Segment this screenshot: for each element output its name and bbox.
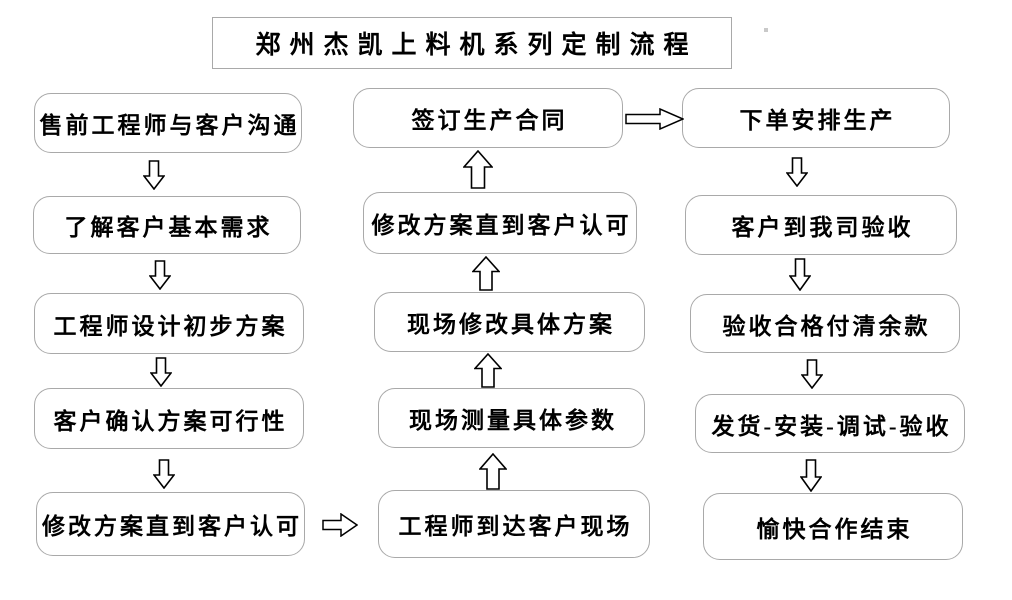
node-design-draft-plan: 工程师设计初步方案 [34,293,304,354]
node-engineer-arrive-site: 工程师到达客户现场 [378,490,650,558]
node-sign-contract: 签订生产合同 [353,88,623,148]
down-arrow-icon [786,157,808,187]
flowchart-title: 郑州杰凯上料机系列定制流程 [212,17,732,69]
node-pay-remaining-balance: 验收合格付清余款 [690,294,960,353]
down-arrow-icon [149,260,171,290]
node-understand-needs: 了解客户基本需求 [33,196,301,254]
up-arrow-icon [472,256,500,291]
node-onsite-modify-plan: 现场修改具体方案 [374,292,645,352]
down-arrow-icon [800,459,822,492]
down-arrow-icon [153,459,175,489]
node-revise-until-approved-2: 修改方案直到客户认可 [363,192,637,254]
node-onsite-measure-params: 现场测量具体参数 [378,388,645,448]
node-revise-until-approved: 修改方案直到客户认可 [36,492,305,556]
node-confirm-feasibility: 客户确认方案可行性 [34,388,304,449]
stray-dot [764,28,768,32]
down-arrow-icon [150,357,172,387]
node-presales-communication: 售前工程师与客户沟通 [34,93,302,153]
right-arrow-icon [322,513,358,537]
up-arrow-icon [463,150,493,189]
up-arrow-icon [479,453,507,490]
node-cooperation-end: 愉快合作结束 [703,493,963,560]
right-arrow-icon [625,108,684,130]
up-arrow-icon [474,353,502,388]
down-arrow-icon [801,359,823,389]
down-arrow-icon [143,160,165,190]
node-place-order-production: 下单安排生产 [682,88,950,148]
node-customer-acceptance: 客户到我司验收 [685,195,957,255]
node-ship-install-debug-accept: 发货-安装-调试-验收 [695,394,965,453]
down-arrow-icon [789,258,811,291]
